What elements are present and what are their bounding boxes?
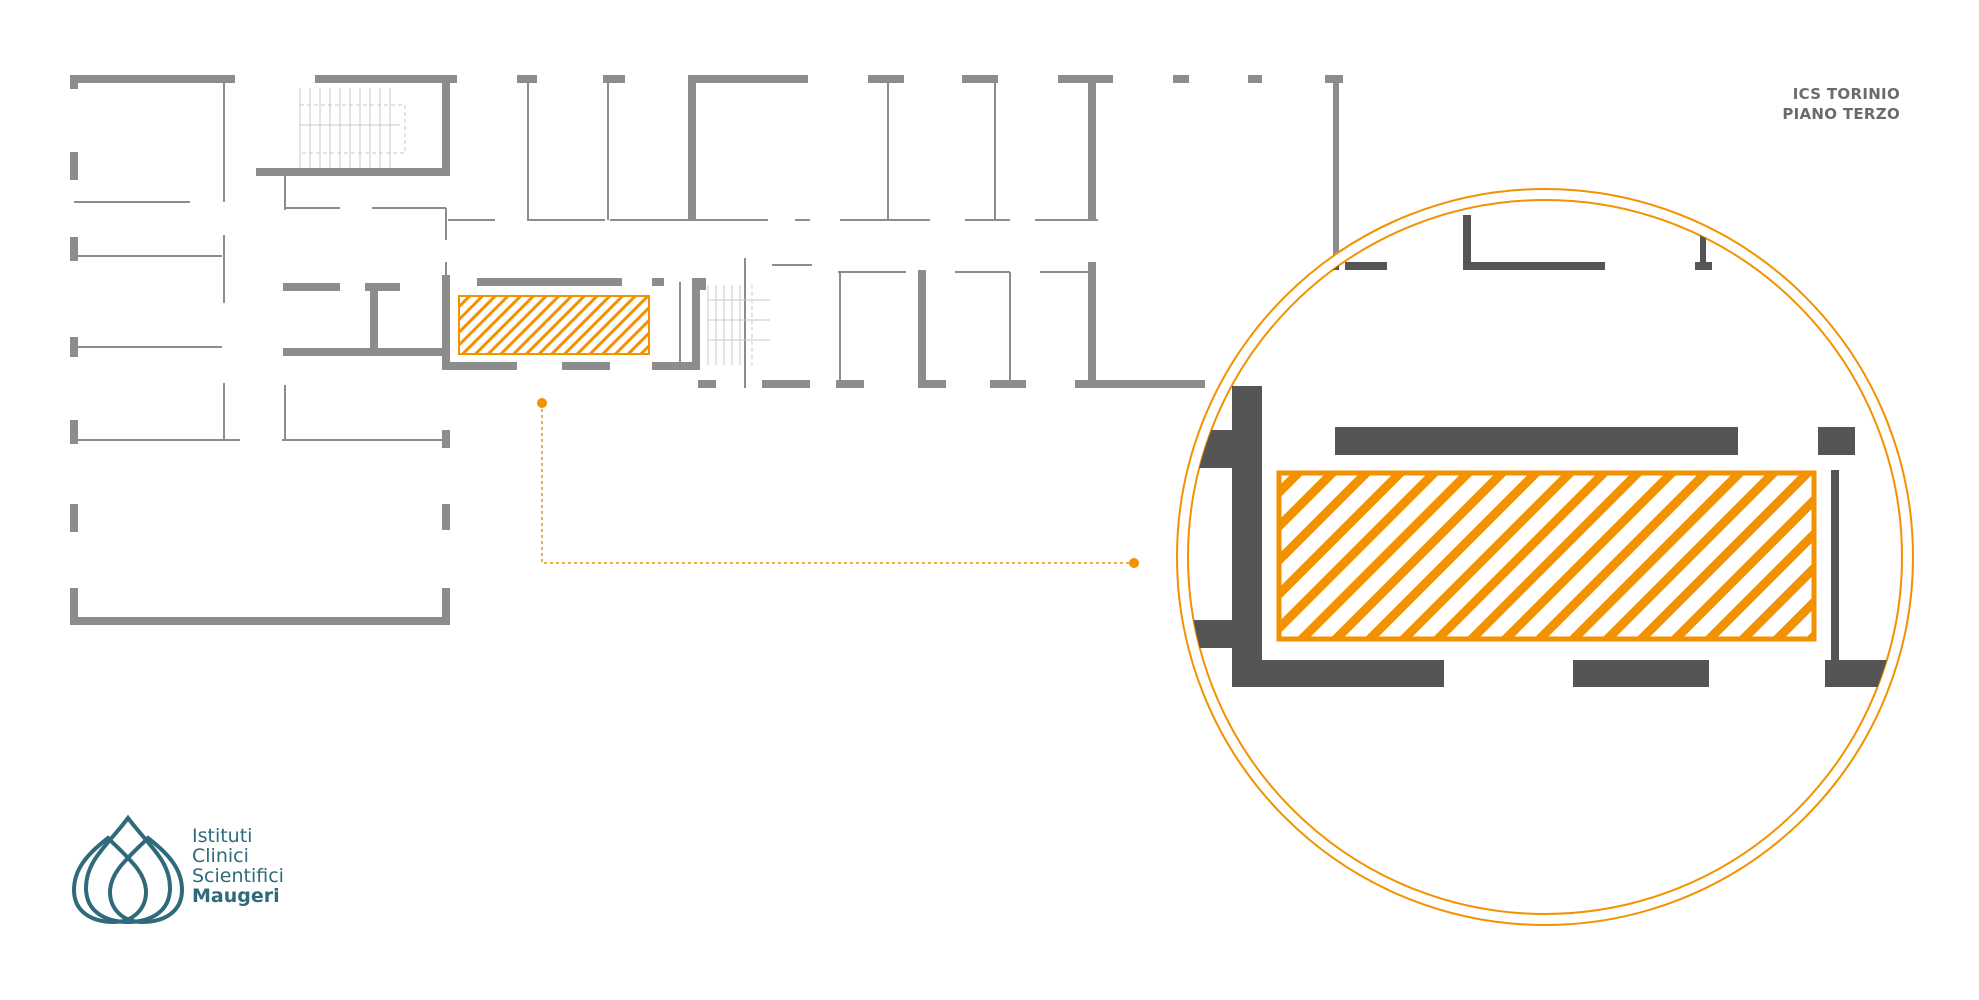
caption-building: ICS TORINIO: [1792, 85, 1900, 103]
floor-caption: ICS TORINIO PIANO TERZO: [1782, 84, 1900, 124]
staircase-top: [299, 88, 406, 168]
staircase-middle: [707, 285, 770, 365]
marker-dot-end: [1129, 558, 1139, 568]
caption-floor: PIANO TERZO: [1782, 105, 1900, 123]
highlighted-room[interactable]: [458, 295, 650, 355]
brand-line-4: Maugeri: [192, 885, 280, 907]
brand-line-3: Scientifici: [192, 865, 284, 887]
zoom-detail: [1176, 188, 1914, 926]
leader-line: [537, 398, 1139, 568]
brand-line-1: Istituti: [192, 825, 253, 847]
highlighted-room-zoomed[interactable]: [1276, 470, 1817, 642]
maugeri-flame-logo-icon: [71, 814, 185, 925]
brand-line-2: Clinici: [192, 845, 249, 867]
brand-name: Istituti Clinici Scientifici Maugeri: [192, 826, 284, 906]
thin-walls: [74, 75, 1098, 441]
